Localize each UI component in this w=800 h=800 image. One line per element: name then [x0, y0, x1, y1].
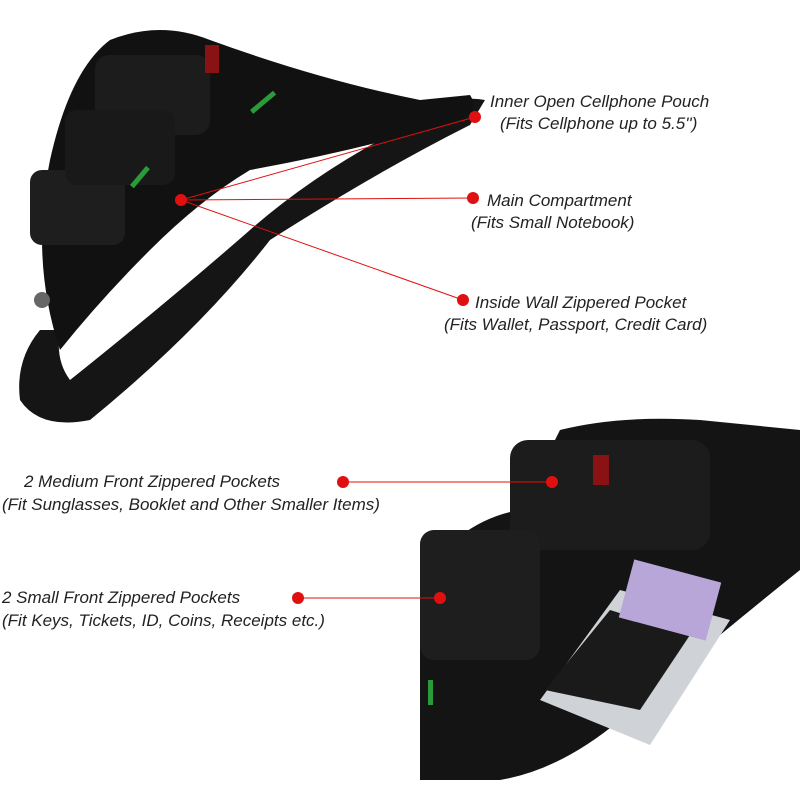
callout-medium-pockets-title: 2 Medium Front Zippered Pockets [24, 472, 281, 491]
callout-main-compartment-title: Main Compartment [487, 191, 632, 210]
callout-inside-wall-title: Inside Wall Zippered Pocket [475, 293, 687, 312]
callout-dots [175, 111, 558, 604]
callout-cellphone-pouch-title: Inner Open Cellphone Pouch [490, 92, 710, 111]
callout-cellphone-pouch-detail: (Fits Cellphone up to 5.5'') [500, 114, 698, 133]
callout-main-compartment-detail: (Fits Small Notebook) [471, 213, 635, 232]
callout-inside-wall-detail: (Fits Wallet, Passport, Credit Card) [444, 315, 708, 334]
callout-small-pockets-title: 2 Small Front Zippered Pockets [2, 588, 241, 607]
callout-lines [180, 116, 552, 599]
sling-bag-open-image [420, 418, 800, 780]
callout-small-pockets-detail: (Fit Keys, Tickets, ID, Coins, Receipts … [2, 611, 325, 630]
callout-medium-pockets-detail: (Fit Sunglasses, Booklet and Other Small… [2, 495, 380, 514]
sling-bag-top-image [19, 30, 486, 423]
